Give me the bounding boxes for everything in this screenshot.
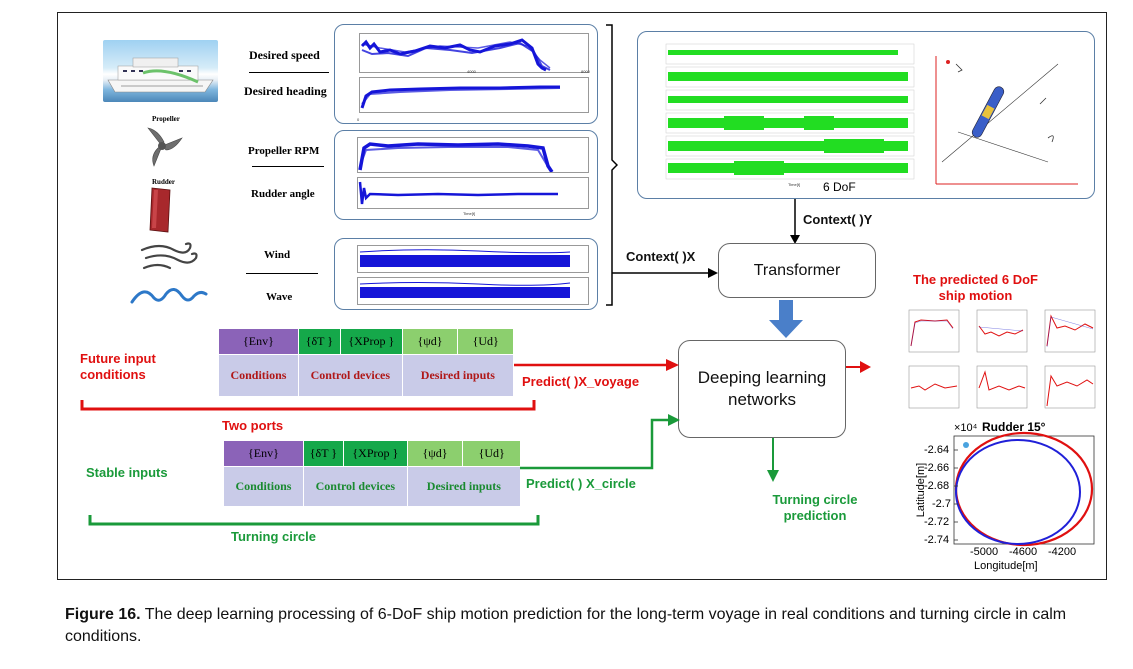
- arrow-context-y: [789, 199, 801, 245]
- rudder-label: Rudder: [152, 178, 175, 186]
- wind-plot: [357, 245, 589, 273]
- arrow-to-prediction: [846, 360, 872, 374]
- u-d-cell: {Ud}: [457, 328, 514, 355]
- desired-speed-label: Desired speed: [249, 48, 320, 62]
- control-devices-cell: Control devices: [302, 466, 408, 507]
- desired-inputs-cell: Desired inputs: [401, 354, 515, 397]
- context-y-label: Context( )Y: [803, 212, 873, 227]
- wave-plot: [357, 277, 589, 305]
- env-cell: {Env}: [218, 328, 299, 355]
- tick-label: 0: [357, 117, 360, 122]
- wind-wave-panel: [334, 238, 598, 310]
- future-inputs-label: Future input conditions: [80, 351, 156, 382]
- y-axis-label: Latitude[m]: [915, 462, 927, 518]
- tick-label: 4000: [467, 69, 476, 74]
- wind-label: Wind: [264, 249, 291, 261]
- arrow-down-blue: [767, 300, 805, 340]
- x-prop-cell: {XProp }: [339, 328, 403, 355]
- conditions-cell: Conditions: [218, 354, 299, 397]
- rpm-rudder-panel: Time[t]: [334, 130, 598, 220]
- env-cell: {Env}: [223, 440, 304, 467]
- speed-heading-panel: 0 4000 8000: [334, 24, 598, 124]
- wave-label: Wave: [266, 291, 293, 303]
- ship-coordinate-diagram: [928, 42, 1088, 190]
- turning-circle-prediction-label: Turning circle prediction: [772, 492, 858, 523]
- caption-text: The deep learning processing of 6-DoF sh…: [65, 606, 1067, 645]
- turning-circle-bracket: [88, 513, 540, 527]
- x-tick: -4600: [1009, 546, 1038, 558]
- stable-input-table: {Env} {δT } {XProp } {ψd} {Ud} Condition…: [223, 440, 522, 507]
- delta-t-cell: {δT }: [302, 440, 344, 467]
- psi-d-cell: {ψd}: [406, 440, 464, 467]
- arrow-predict-voyage: [514, 358, 680, 372]
- propeller-label: Propeller: [152, 115, 180, 123]
- wave-icon: [130, 282, 210, 306]
- divider-line: [246, 273, 318, 274]
- six-dof-label: 6 DoF: [823, 180, 856, 194]
- y-tick: -2.7: [932, 498, 951, 510]
- rudder-angle-label: Rudder angle: [251, 188, 315, 200]
- exponent-label: ×10⁴: [954, 422, 978, 434]
- x-tick: -4200: [1048, 546, 1077, 558]
- figure-caption: Figure 16. The deep learning processing …: [65, 604, 1125, 648]
- propeller-rpm-label: Propeller RPM: [248, 145, 320, 157]
- delta-t-cell: {δT }: [297, 328, 341, 355]
- propeller-icon: [140, 124, 185, 169]
- x-axis-label: Longitude[m]: [974, 560, 1038, 572]
- two-ports-label: Two ports: [222, 418, 284, 433]
- desired-inputs-cell: Desired inputs: [406, 466, 522, 507]
- arrow-to-turning-circle: [766, 438, 780, 484]
- desired-heading-label: Desired heading: [244, 84, 327, 98]
- time-axis-label: Time[t]: [463, 211, 476, 216]
- divider-line: [252, 166, 324, 167]
- wind-icon: [140, 240, 202, 274]
- arrow-predict-circle: [520, 412, 682, 474]
- two-ports-bracket: [80, 398, 536, 412]
- six-dof-panel: Time[t] 6 DoF: [637, 31, 1095, 199]
- divider-line: [249, 72, 329, 73]
- inputs-bracket: [604, 24, 619, 306]
- conditions-cell: Conditions: [223, 466, 304, 507]
- heading-plot: [359, 77, 589, 113]
- future-input-table: {Env} {δT } {XProp } {ψd} {Ud} Condition…: [218, 328, 515, 397]
- ship-photo: [103, 40, 218, 102]
- u-d-cell: {Ud}: [462, 440, 521, 467]
- predict-voyage-label: Predict( )X_voyage: [522, 374, 640, 389]
- speed-plot: [359, 33, 589, 73]
- dof-plots: [664, 42, 918, 184]
- transformer-box: Transformer: [718, 243, 876, 298]
- arrow-context-x: [612, 266, 720, 278]
- x-tick: -5000: [970, 546, 999, 558]
- y-tick: -2.66: [924, 462, 950, 474]
- y-tick: -2.64: [924, 444, 950, 456]
- time-axis-label: Time[t]: [788, 182, 801, 187]
- predicted-motion-title: The predicted 6 DoF ship motion: [913, 272, 1038, 303]
- turning-circle-label: Turning circle: [231, 529, 316, 544]
- figure-frame: [57, 12, 1107, 580]
- y-tick: -2.72: [924, 516, 950, 528]
- control-devices-cell: Control devices: [297, 354, 403, 397]
- x-prop-cell: {XProp }: [342, 440, 408, 467]
- circle-chart-title: Rudder 15°: [982, 420, 1046, 434]
- predicted-motion-plots: [895, 306, 1105, 414]
- y-tick: -2.68: [924, 480, 950, 492]
- psi-d-cell: {ψd}: [401, 328, 459, 355]
- propeller-rpm-plot: [357, 137, 589, 173]
- stable-inputs-label: Stable inputs: [86, 465, 168, 480]
- deep-learning-box: Deeping learning networks: [678, 340, 846, 438]
- y-tick: -2.74: [924, 534, 950, 546]
- rudder-icon: [148, 186, 173, 234]
- figure-number: Figure 16.: [65, 606, 141, 623]
- context-x-label: Context( )X: [626, 249, 696, 264]
- tick-label: 8000: [581, 69, 590, 74]
- turning-circle-chart: ×10⁴ Rudder 15° -2.64 -2.66 -2.68 -2.7 -…: [898, 420, 1103, 575]
- rudder-angle-plot: [357, 177, 589, 209]
- predict-circle-label: Predict( ) X_circle: [526, 476, 636, 491]
